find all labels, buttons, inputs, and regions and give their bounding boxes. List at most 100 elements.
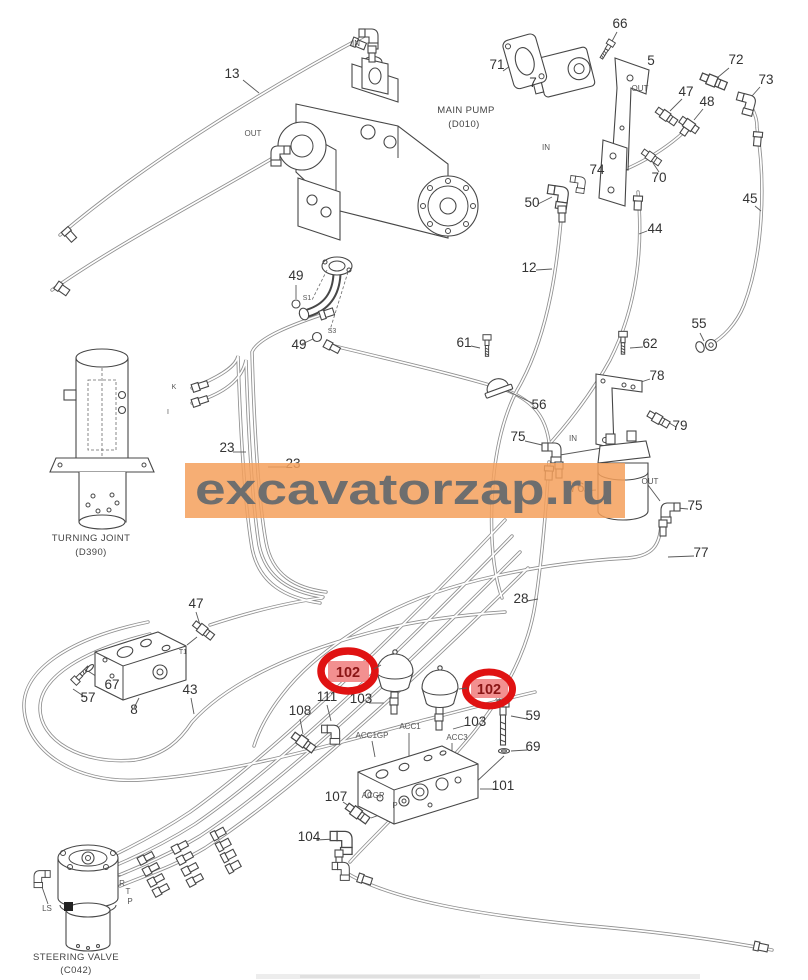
- callout-47-bottom: 47: [188, 596, 203, 611]
- gear-pump-drawing: [502, 33, 650, 207]
- callout-28: 28: [513, 591, 528, 606]
- clamp-56: [480, 374, 514, 399]
- main-pump-title: MAIN PUMP: [437, 105, 494, 116]
- callout-61: 61: [456, 335, 471, 350]
- port-t1: T1: [179, 649, 187, 656]
- highlight-102-right: 102: [458, 668, 516, 710]
- steering-hose-t: [115, 550, 522, 878]
- port-ls: LS: [42, 904, 52, 913]
- fitting-47-top: [653, 105, 679, 128]
- port-acc1: ACC1: [399, 722, 421, 731]
- callout-70: 70: [651, 170, 666, 185]
- hose-block8-link: [208, 596, 324, 627]
- callout-74: 74: [589, 162, 605, 177]
- highlight-fill-left: [328, 661, 369, 682]
- port-out-pump: OUT: [245, 129, 262, 138]
- accumulator-left: [376, 649, 414, 701]
- valve-block-8-drawing: [94, 631, 187, 701]
- port-p-block: P: [392, 801, 397, 810]
- callout-47-top: 47: [678, 84, 693, 99]
- watermark: excavatorzap.ru: [185, 463, 625, 518]
- callout-101: 101: [492, 778, 515, 793]
- highlight-fill-right: [471, 679, 508, 698]
- elbow-75-left: [541, 442, 562, 464]
- fitting-port-k: [190, 379, 210, 393]
- fitting-103-left: [389, 697, 399, 715]
- steering-valve-port-hole: [64, 902, 73, 911]
- port-s3: S3: [328, 328, 337, 335]
- main-pump-code: (D010): [448, 119, 479, 130]
- callout-108: 108: [289, 703, 312, 718]
- port-acc3: ACC3: [446, 733, 468, 742]
- port-in-bracket: IN: [542, 143, 550, 152]
- callout-75-right: 75: [687, 498, 702, 513]
- watermark-text: excavatorzap.ru: [195, 465, 615, 514]
- component-titles: MAIN PUMP (D010) TURNING JOINT (D390) ST…: [33, 105, 494, 976]
- port-in-filter: IN: [569, 434, 577, 443]
- port-l: L: [117, 869, 122, 878]
- washer-69: [497, 748, 511, 754]
- main-pump-drawing: [277, 55, 479, 331]
- callout-7: 7: [529, 75, 537, 90]
- fitting-79: [645, 409, 672, 430]
- callout-78: 78: [649, 368, 664, 383]
- callout-43: 43: [182, 682, 197, 697]
- bracket-78-drawing: [595, 373, 643, 449]
- bolt-61: [482, 334, 492, 357]
- port-out-gear: OUT: [632, 84, 649, 93]
- highlight-ring-right: [462, 668, 516, 710]
- callout-69: 69: [525, 739, 540, 754]
- elbow-111: [321, 724, 341, 745]
- callout-49-upper: 49: [288, 268, 303, 283]
- bolt-66: [597, 38, 616, 61]
- bottom-faint-text-remnant: [256, 974, 700, 979]
- fitting-72: [698, 70, 729, 92]
- callout-79: 79: [672, 418, 687, 433]
- callout-57: 57: [80, 690, 95, 705]
- port-labels: IN OUT S1 S3 OUT IN K I IN OUT T1 ACC1GP…: [42, 39, 658, 913]
- accumulator-right: [421, 665, 459, 715]
- port-r: R: [119, 879, 125, 888]
- callout-107: 107: [325, 789, 348, 804]
- fitting-55: [695, 338, 718, 353]
- callout-77: 77: [693, 545, 708, 560]
- callout-62: 62: [642, 336, 657, 351]
- callout-104: 104: [298, 829, 321, 844]
- manifold-101-drawing: [357, 745, 479, 825]
- elbow-bottom: [331, 861, 350, 881]
- callout-44: 44: [647, 221, 663, 236]
- callout-59: 59: [525, 708, 540, 723]
- fitting-port-i: [190, 394, 210, 408]
- callout-66: 66: [612, 16, 627, 31]
- callout-102-left: 102: [336, 665, 360, 681]
- callout-102-right: 102: [477, 682, 501, 698]
- callout-56: 56: [531, 397, 546, 412]
- hose-bottom-right: [343, 870, 774, 952]
- callout-labels: 13 66 71 7 5 72 73 47 48 74 70 50 44 45 …: [80, 16, 773, 844]
- turning-joint-drawing: [49, 348, 155, 530]
- callout-103-left: 103: [350, 691, 373, 706]
- bracket-5-drawing: [611, 57, 650, 171]
- callout-5: 5: [647, 53, 655, 68]
- port-out-filter: OUT: [642, 477, 659, 486]
- callout-75-left: 75: [510, 429, 525, 444]
- callout-13: 13: [224, 66, 239, 81]
- watermark-band: [185, 463, 625, 518]
- bolt-62: [618, 330, 628, 355]
- steering-valve-title: STEERING VALVE: [33, 952, 119, 963]
- port-in-top: IN: [352, 39, 360, 48]
- port-acgp: ACGP: [362, 791, 385, 800]
- callout-71: 71: [489, 57, 504, 72]
- fitting-103-right: [434, 713, 444, 731]
- steering-valve-drawing: [33, 844, 119, 952]
- highlight-ring-left: [317, 647, 379, 695]
- port-k: K: [172, 384, 177, 391]
- callout-111: 111: [317, 689, 338, 704]
- steering-valve-code: (C042): [60, 965, 91, 976]
- callout-45: 45: [742, 191, 757, 206]
- hose-45: [709, 126, 764, 346]
- port-t: T: [126, 887, 131, 896]
- callout-12: 12: [521, 260, 536, 275]
- washer-67: [84, 662, 96, 674]
